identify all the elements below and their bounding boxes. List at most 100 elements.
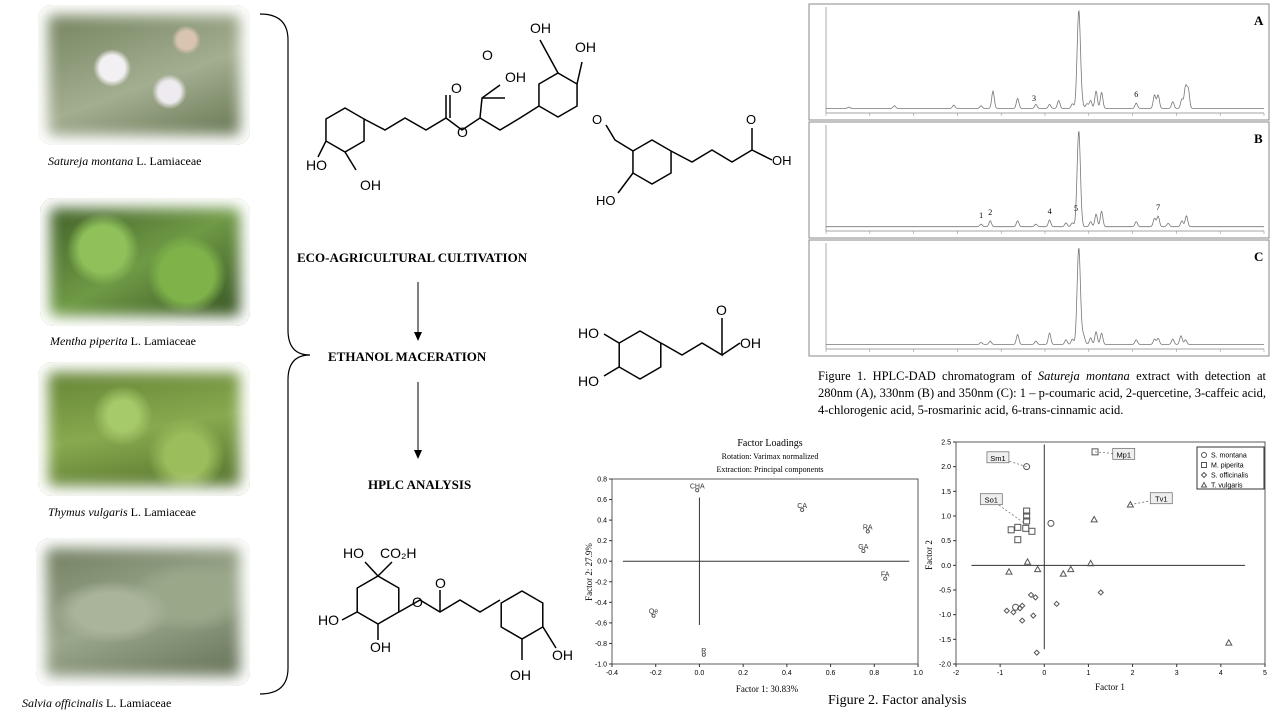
label-o: O [482, 47, 493, 63]
peak-label: 6 [1134, 90, 1138, 99]
label-oh: OH [370, 639, 391, 655]
panel-label: A [1254, 13, 1264, 28]
annotation-box [979, 493, 1003, 506]
photo-satureja-montana [38, 5, 250, 145]
loading-point [701, 652, 706, 657]
arrow-down-1 [414, 282, 422, 341]
loading-label: Qe [649, 609, 658, 616]
y-tick-label: -0.5 [939, 588, 951, 595]
y-tick-label: 0.5 [941, 538, 951, 545]
caption-species: Satureja montana [1037, 369, 1130, 383]
annotation-label: So1 [985, 496, 998, 505]
y-axis-label: Factor 2 [924, 540, 934, 570]
peak-label: 5 [1074, 204, 1078, 213]
y-tick-label: -0.2 [595, 579, 607, 586]
photo-salvia-officinalis [36, 538, 250, 686]
factor-loadings-chart: Factor Loadings Rotation: Varimax normal… [584, 438, 923, 694]
chromatogram-panel [808, 3, 1270, 121]
caffeic-acid-structure: HO HO O OH [578, 302, 761, 389]
triangle-marker [1224, 638, 1233, 646]
chart-subtitle: Rotation: Varimax normalized [722, 452, 819, 461]
label-o: O [716, 302, 727, 318]
x-axis-label: Factor 1 [1095, 682, 1125, 692]
label-ho: HO [596, 193, 616, 208]
triangle-marker [1200, 481, 1208, 488]
y-tick-label: 0.0 [597, 559, 607, 566]
x-tick-label: 0.6 [826, 670, 836, 677]
y-tick-label: 0.6 [597, 497, 607, 504]
x-tick-label: -0.2 [650, 670, 662, 677]
family-name: L. Lamiaceae [127, 505, 196, 519]
peak-label: 2 [988, 208, 992, 217]
label-oh: OH [510, 667, 531, 683]
loading-label: R [701, 648, 706, 655]
chromatogram-trace [826, 247, 1264, 345]
annotation-box [1112, 447, 1136, 460]
label-ho: HO [578, 325, 599, 341]
diamond-marker [1033, 649, 1040, 656]
y-axis-label: Factor 2: 27.9% [584, 543, 594, 601]
x-tick-label: 0.0 [695, 670, 705, 677]
label-ho: HO [343, 545, 364, 561]
y-tick-label: 1.5 [941, 489, 951, 496]
y-tick-label: 0.4 [597, 518, 607, 525]
y-tick-label: -1.0 [595, 662, 607, 669]
label-o: O [592, 112, 602, 127]
circle-marker [1047, 519, 1055, 527]
benzene-ring [538, 72, 578, 118]
annotation-box [986, 451, 1010, 464]
annotation-box [1149, 492, 1173, 505]
benzene-ring [632, 139, 672, 185]
square-marker [1014, 536, 1022, 544]
loading-label: CA [797, 503, 807, 510]
y-tick-label: -0.4 [595, 600, 607, 607]
x-tick-label: 0 [1042, 670, 1046, 677]
panel-label: B [1254, 131, 1263, 146]
chromatogram-panel [808, 121, 1270, 239]
y-tick-label: 0.8 [597, 477, 607, 484]
x-tick-label: 2 [1131, 670, 1135, 677]
triangle-marker [1066, 565, 1075, 573]
benzene-ring [618, 330, 662, 380]
label-o: O [457, 124, 468, 140]
x-tick-label: 3 [1175, 670, 1179, 677]
panel-label: C [1254, 249, 1263, 264]
loading-point [651, 613, 656, 618]
x-tick-label: 5 [1263, 670, 1267, 677]
annotation-label: Sm1 [990, 454, 1005, 463]
triangle-marker [1126, 500, 1135, 508]
y-tick-label: -1.5 [939, 637, 951, 644]
chromatogram-panel [808, 239, 1270, 357]
legend-label: T. vulgaris [1211, 483, 1243, 490]
square-marker [1091, 448, 1099, 456]
label-oh: OH [552, 647, 573, 663]
circle-marker [1023, 463, 1031, 471]
species-name: Thymus vulgaris [48, 505, 128, 519]
loading-label: CHA [690, 483, 705, 490]
x-tick-label: 0.4 [782, 670, 792, 677]
square-marker [1014, 523, 1022, 531]
y-tick-label: -0.8 [595, 641, 607, 648]
y-tick-label: -2.0 [939, 662, 951, 669]
peak-label: 1 [979, 211, 983, 220]
triangle-marker [1059, 569, 1068, 577]
square-marker [1023, 507, 1031, 515]
triangle-marker [1023, 557, 1032, 565]
legend-label: M. piperita [1211, 463, 1244, 470]
square-marker [1007, 526, 1015, 534]
family-name: L. Lamiaceae [127, 334, 196, 348]
x-tick-label: -2 [953, 670, 959, 677]
label-co2h: CO₂H [380, 545, 417, 561]
figure-1-caption: Figure 1. HPLC-DAD chromatogram of Satur… [818, 368, 1266, 419]
x-tick-label: 1.0 [913, 670, 923, 677]
loading-point [800, 507, 805, 512]
triangle-marker [1005, 567, 1013, 575]
caption-mentha: Mentha piperita L. Lamiaceae [50, 334, 196, 349]
square-marker [1201, 462, 1207, 468]
label-oh: OH [505, 69, 526, 85]
y-tick-label: 0.2 [597, 538, 607, 545]
loading-point [883, 576, 888, 581]
loading-point [861, 548, 866, 553]
